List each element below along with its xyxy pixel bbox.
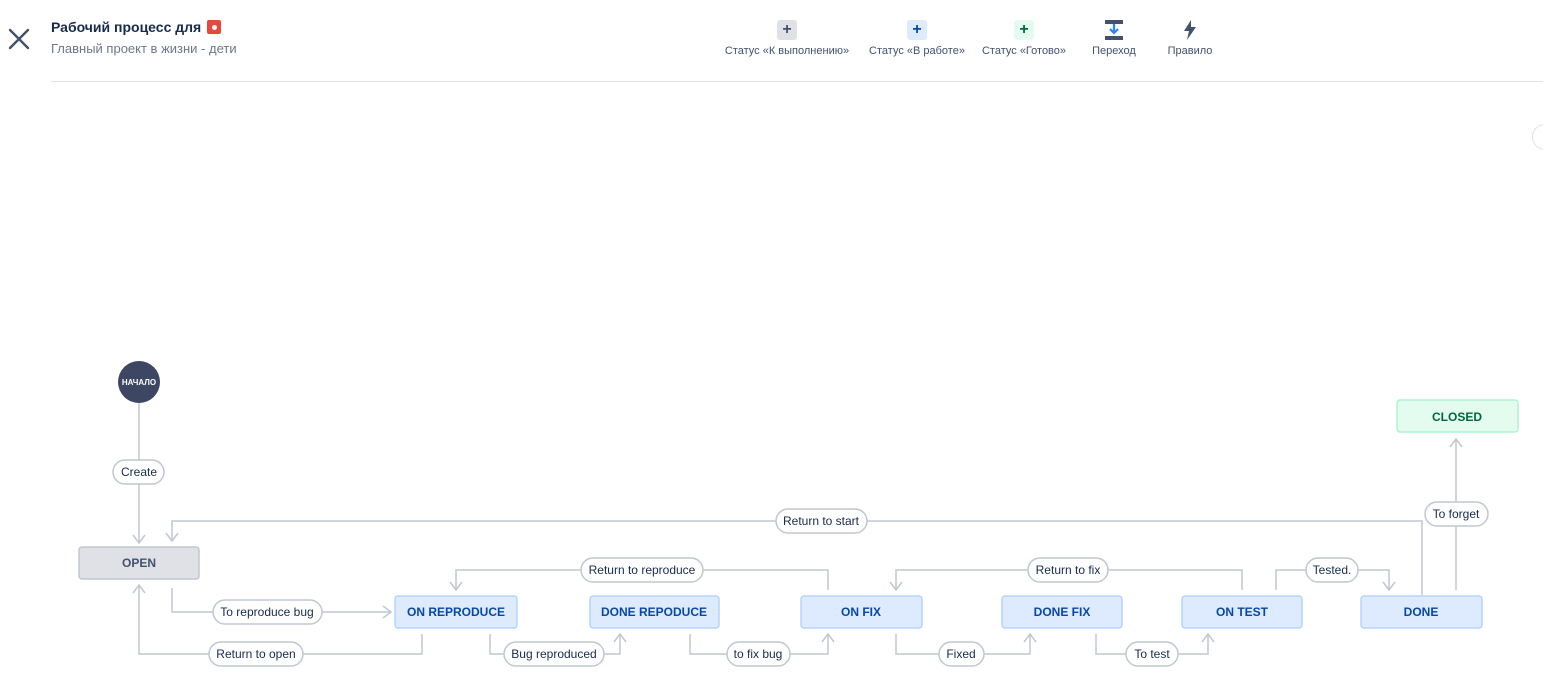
status-open[interactable]: OPEN bbox=[78, 546, 200, 580]
transition-return-to-reproduce[interactable]: Return to reproduce bbox=[580, 557, 704, 583]
start-node-label: НАЧАЛО bbox=[122, 378, 156, 387]
status-label: ON REPRODUCE bbox=[407, 605, 505, 619]
project-icon bbox=[207, 20, 222, 34]
status-label: ON TEST bbox=[1216, 605, 1269, 619]
transition-label: Return to fix bbox=[1036, 563, 1101, 577]
transition-label: Fixed bbox=[946, 647, 975, 661]
status-label: CLOSED bbox=[1432, 410, 1482, 424]
plus-icon: + bbox=[777, 20, 797, 40]
transition-to-fix-bug[interactable]: to fix bug bbox=[726, 641, 791, 667]
transition-to-test[interactable]: To test bbox=[1125, 641, 1179, 667]
transition-to-reproduce-bug[interactable]: To reproduce bug bbox=[212, 599, 323, 625]
header: Рабочий процесс для Главный проект в жиз… bbox=[51, 19, 237, 56]
add-todo-status-button[interactable]: + Статус «К выполнению» bbox=[721, 20, 853, 57]
add-done-status-label: Статус «Готово» bbox=[981, 45, 1067, 57]
plus-icon: + bbox=[1014, 20, 1034, 40]
status-label: DONE bbox=[1404, 605, 1439, 619]
transition-return-to-open[interactable]: Return to open bbox=[208, 641, 304, 667]
start-node[interactable]: НАЧАЛО bbox=[118, 361, 160, 403]
close-button[interactable] bbox=[6, 26, 32, 52]
transition-return-to-start[interactable]: Return to start bbox=[775, 508, 868, 534]
add-transition-label: Переход bbox=[1092, 45, 1136, 57]
status-on-fix[interactable]: ON FIX bbox=[800, 595, 923, 629]
page-title: Рабочий процесс для bbox=[51, 19, 202, 35]
transition-label: To reproduce bug bbox=[220, 605, 313, 619]
transition-return-to-fix[interactable]: Return to fix bbox=[1027, 557, 1109, 583]
transition-label: Return to start bbox=[783, 514, 860, 528]
status-on-reproduce[interactable]: ON REPRODUCE bbox=[394, 595, 518, 629]
add-done-status-button[interactable]: + Статус «Готово» bbox=[980, 20, 1068, 57]
bolt-icon bbox=[1180, 20, 1200, 40]
transition-to-forget[interactable]: To forget bbox=[1424, 501, 1489, 527]
transition-label: To test bbox=[1134, 647, 1170, 661]
project-subtitle: Главный проект в жизни - дети bbox=[51, 41, 237, 56]
transition-label: Tested. bbox=[1313, 563, 1352, 577]
close-icon bbox=[8, 28, 30, 50]
transition-label: Return to open bbox=[216, 647, 295, 661]
add-transition-button[interactable]: Переход bbox=[1086, 20, 1142, 57]
status-label: DONE REPODUCE bbox=[601, 605, 707, 619]
status-label: DONE FIX bbox=[1034, 605, 1091, 619]
status-on-test[interactable]: ON TEST bbox=[1181, 595, 1303, 629]
transition-label: to fix bug bbox=[734, 647, 783, 661]
plus-icon: + bbox=[907, 20, 927, 40]
transition-icon bbox=[1104, 20, 1124, 40]
add-rule-label: Правило bbox=[1167, 45, 1213, 57]
status-done-reproduce[interactable]: DONE REPODUCE bbox=[589, 595, 720, 629]
add-rule-button[interactable]: Правило bbox=[1162, 20, 1218, 57]
transition-fixed[interactable]: Fixed bbox=[938, 641, 985, 667]
status-label: ON FIX bbox=[841, 605, 881, 619]
add-todo-status-label: Статус «К выполнению» bbox=[724, 45, 850, 57]
transition-bug-reproduced[interactable]: Bug reproduced bbox=[503, 641, 605, 667]
status-label: OPEN bbox=[122, 556, 156, 570]
transition-label: Return to reproduce bbox=[589, 563, 696, 577]
transition-tested[interactable]: Tested. bbox=[1305, 557, 1359, 583]
add-inprogress-status-button[interactable]: + Статус «В работе» bbox=[866, 20, 968, 57]
status-done-fix[interactable]: DONE FIX bbox=[1001, 595, 1123, 629]
status-closed[interactable]: CLOSED bbox=[1396, 399, 1519, 433]
transition-create[interactable]: Create bbox=[112, 459, 165, 485]
status-done[interactable]: DONE bbox=[1360, 595, 1483, 629]
transition-label: To forget bbox=[1433, 507, 1480, 521]
transition-label: Bug reproduced bbox=[511, 647, 596, 661]
transition-label: Create bbox=[121, 465, 157, 479]
add-inprogress-status-label: Статус «В работе» bbox=[869, 45, 965, 57]
header-divider bbox=[51, 81, 1543, 82]
